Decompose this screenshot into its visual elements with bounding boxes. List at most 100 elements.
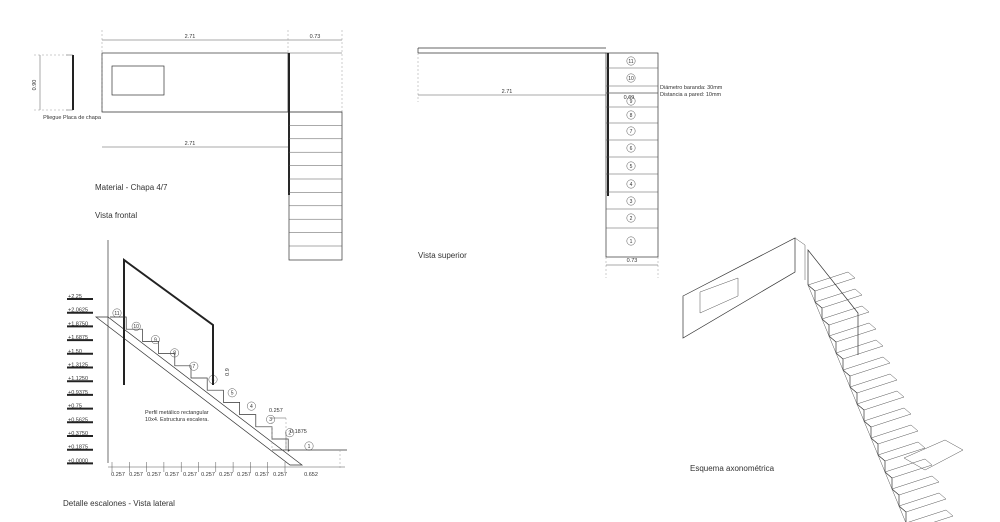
side-step-number: 1 xyxy=(308,444,311,450)
run-label: 0.257 xyxy=(237,472,251,478)
dim-height: 0.90 xyxy=(32,80,38,91)
level-label: +1.50 xyxy=(68,349,82,355)
tread-label: 0.257 xyxy=(269,408,283,414)
top-step-number: 7 xyxy=(630,129,633,135)
axo-opening xyxy=(699,277,739,314)
side-step-number-circle xyxy=(285,428,295,438)
axo-tread xyxy=(807,271,856,292)
top-step-number-circle xyxy=(626,179,636,189)
top-step-number: 11 xyxy=(628,59,633,65)
fold-label: Pliegue Placa de chapa xyxy=(43,115,102,121)
side-step-number: 4 xyxy=(250,404,253,410)
note-distance: Distancia a pared: 10mm xyxy=(660,92,722,98)
top-step-number-circle xyxy=(626,236,636,246)
level-label: +2.0625 xyxy=(68,308,88,314)
top-step-number: 8 xyxy=(630,113,633,119)
top-step-number: 2 xyxy=(630,216,633,222)
top-step-number: 5 xyxy=(630,164,633,170)
top-step-number-circle xyxy=(626,96,636,106)
top-step-number-circle xyxy=(626,161,636,171)
axo-tread xyxy=(870,424,919,445)
panel-opening xyxy=(111,65,165,96)
dim-top-width: 2.71 xyxy=(185,34,196,40)
axo-stringer xyxy=(807,284,907,522)
top-step-number-circle xyxy=(626,143,636,153)
run-label: 0.257 xyxy=(129,472,143,478)
side-view: +2.25+2.0625+1.8750+1.6875+1.50+1.3125+1… xyxy=(63,240,347,508)
top-step-number-circle xyxy=(626,196,636,206)
top-step-number: 6 xyxy=(630,146,633,152)
top-view-caption: Vista superior xyxy=(418,251,467,260)
level-label: +1.1250 xyxy=(68,376,88,382)
level-label: +1.3125 xyxy=(68,363,88,369)
level-label: +0.0000 xyxy=(68,458,88,464)
step-profile xyxy=(110,316,291,452)
axo-caption: Esquema axonométrica xyxy=(690,464,775,473)
axo-tread xyxy=(877,441,926,462)
level-label: +1.8750 xyxy=(68,321,88,327)
level-scale: +2.25+2.0625+1.8750+1.6875+1.50+1.3125+1… xyxy=(67,240,109,465)
level-label: +0.1875 xyxy=(68,445,88,451)
top-step-number: 9 xyxy=(630,99,633,105)
axonometric-view: Esquema axonométrica xyxy=(682,237,964,522)
level-label: +0.3750 xyxy=(68,431,88,437)
top-step-number-circle xyxy=(626,213,636,223)
level-label: +2.25 xyxy=(68,294,82,300)
axo-stringer-bottom xyxy=(807,284,906,522)
run-label: 0.652 xyxy=(304,472,318,478)
side-step-number-circle xyxy=(227,388,237,398)
profile-note-line1: Perfil metálico rectangular xyxy=(145,410,209,416)
front-view: 2.71 0.73 Pliegue Placa de chapa 0.90 2.… xyxy=(32,30,343,261)
dim-bottom: 0.73 xyxy=(627,258,638,264)
axo-tread xyxy=(856,390,905,411)
axo-stair-flight xyxy=(807,271,954,522)
axo-tread xyxy=(828,322,877,343)
note-diameter: Diámetro baranda: 30mm xyxy=(660,85,723,91)
side-step-number-circle xyxy=(246,401,256,411)
run-label: 0.257 xyxy=(147,472,161,478)
axo-tread xyxy=(849,373,898,394)
top-step-number-circle xyxy=(626,56,636,66)
top-step-number: 1 xyxy=(630,239,633,245)
run-label: 0.257 xyxy=(183,472,197,478)
axo-tread xyxy=(908,509,954,522)
wall-panel xyxy=(101,52,289,113)
axo-tread xyxy=(814,288,863,309)
level-label: +0.75 xyxy=(68,404,82,410)
axo-wall-edge xyxy=(794,237,806,246)
side-step-number: 11 xyxy=(114,311,119,317)
level-label: +0.9375 xyxy=(68,390,88,396)
top-step-number: 10 xyxy=(628,76,634,82)
rail-height-label: 0.9 xyxy=(225,368,231,376)
top-step-number: 3 xyxy=(630,199,633,205)
side-step-number-circle xyxy=(150,335,160,345)
side-step-number: 5 xyxy=(231,391,234,397)
dim-top-width: 2.71 xyxy=(502,89,513,95)
stair-plan xyxy=(605,52,659,258)
side-step-number: 3 xyxy=(269,417,272,423)
axo-tread xyxy=(898,492,947,513)
axo-handrail xyxy=(807,248,859,355)
run-label: 0.257 xyxy=(219,472,233,478)
top-step-number-circle xyxy=(626,110,636,120)
axo-tread xyxy=(863,407,912,428)
axo-landing xyxy=(903,439,964,471)
profile-note-line2: 10x4. Estructura escalera. xyxy=(145,417,209,423)
side-step-number: 9 xyxy=(154,337,157,343)
axo-tread xyxy=(884,458,933,479)
material-label: Material - Chapa 4/7 xyxy=(95,183,168,192)
front-stair-outline xyxy=(288,111,343,261)
axo-wall xyxy=(682,237,796,339)
side-step-number-circle xyxy=(189,361,199,371)
level-label: +0.5625 xyxy=(68,417,88,423)
top-step-number-circle xyxy=(626,73,636,83)
side-handrail xyxy=(123,258,214,385)
side-step-number-circle xyxy=(266,414,276,424)
axo-tread xyxy=(835,339,884,360)
front-view-caption: Vista frontal xyxy=(95,211,137,220)
side-step-number: 10 xyxy=(133,324,139,330)
run-label: 0.257 xyxy=(255,472,269,478)
